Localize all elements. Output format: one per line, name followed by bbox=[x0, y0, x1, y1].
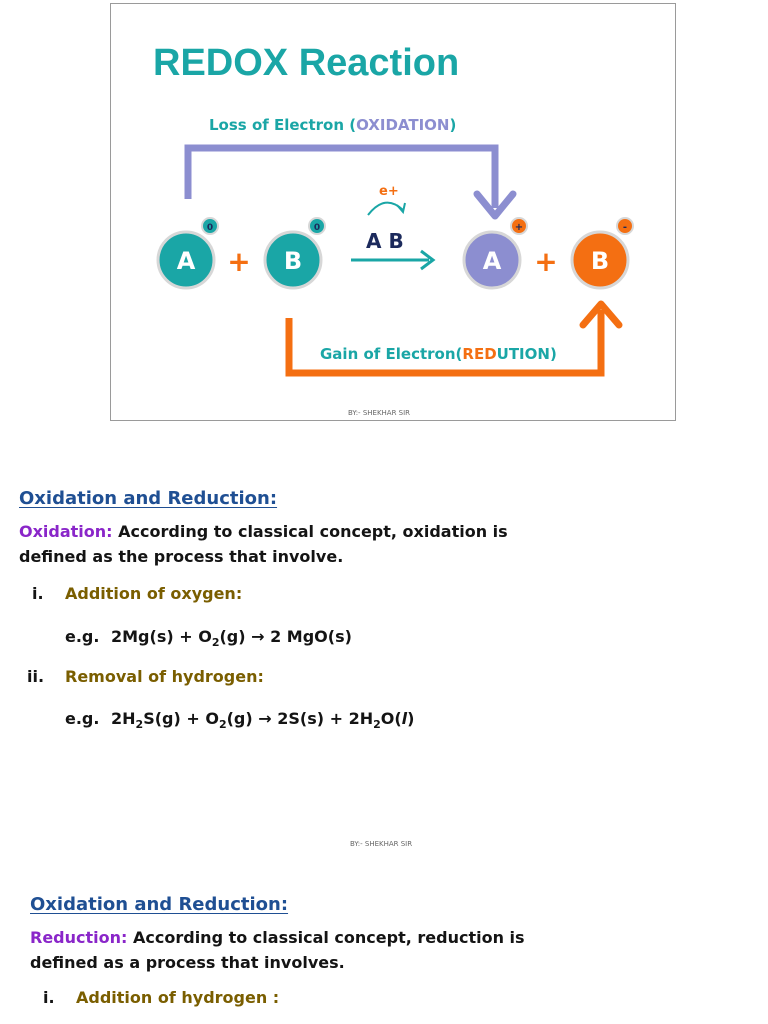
reduction-bracket-line bbox=[285, 310, 605, 377]
oxidation-arrow-head-icon bbox=[473, 190, 517, 220]
reactant-b-atom: B 0 bbox=[263, 217, 326, 290]
definition-text: According to classical concept, reductio… bbox=[30, 928, 525, 972]
plus-sign-left: + bbox=[227, 245, 250, 278]
oxidation-label: Loss of Electron (OXIDATION) bbox=[209, 116, 456, 134]
definition-term: Oxidation: bbox=[19, 522, 113, 541]
example-equation: e.g.2H2S(g) + O2(g) → 2S(s) + 2H2O(l) bbox=[65, 709, 415, 732]
list-item-label: Addition of oxygen: bbox=[65, 584, 243, 603]
example-equation: e.g.2Mg(s) + O2(g) → 2 MgO(s) bbox=[65, 627, 352, 650]
product-a-charge: + bbox=[515, 222, 523, 233]
page-credit: BY:- SHEKHAR SIR bbox=[350, 840, 413, 848]
list-item: i. Addition of oxygen: bbox=[32, 584, 242, 603]
plus-sign-right: + bbox=[534, 245, 557, 278]
list-item: i. Addition of hydrogen : bbox=[43, 988, 279, 1007]
eg-label: e.g. bbox=[65, 627, 100, 646]
reactant-b-charge: 0 bbox=[314, 223, 320, 233]
definition-text: According to classical concept, oxidatio… bbox=[19, 522, 508, 566]
list-item-number: ii. bbox=[27, 667, 45, 686]
product-a-atom: A + bbox=[462, 217, 528, 290]
oxidation-bracket-line bbox=[184, 144, 499, 208]
reactant-a-letter: A bbox=[177, 247, 196, 275]
product-b-atom: B - bbox=[570, 217, 634, 290]
reaction-arrow-head-icon bbox=[420, 249, 436, 271]
reduction-arrow-head-icon bbox=[579, 300, 623, 329]
reaction-label: A B bbox=[366, 229, 404, 253]
section-heading: Oxidation and Reduction: bbox=[19, 488, 278, 509]
list-item-number: i. bbox=[43, 988, 55, 1007]
list-item-label: Removal of hydrogen: bbox=[65, 667, 264, 686]
reactant-a-atom: A 0 bbox=[156, 217, 219, 290]
reduction-definition: Reduction: According to classical concep… bbox=[30, 925, 540, 975]
reactant-a-charge: 0 bbox=[207, 223, 213, 233]
product-b-letter: B bbox=[591, 247, 609, 275]
product-a-letter: A bbox=[483, 247, 502, 275]
oxidation-section: Oxidation and Reduction: Oxidation: Acco… bbox=[19, 488, 529, 569]
definition-term: Reduction: bbox=[30, 928, 128, 947]
redox-diagram-svg: REDOX Reaction Loss of Electron (OXIDATI… bbox=[153, 42, 634, 417]
redox-diagram: REDOX Reaction Loss of Electron (OXIDATI… bbox=[110, 3, 676, 421]
oxidation-definition: Oxidation: According to classical concep… bbox=[19, 519, 529, 569]
eg-label: e.g. bbox=[65, 709, 100, 728]
diagram-title: REDOX Reaction bbox=[153, 42, 459, 84]
reactant-b-letter: B bbox=[284, 247, 302, 275]
list-item-label: Addition of hydrogen : bbox=[76, 988, 280, 1007]
electron-label: e+ bbox=[379, 184, 399, 199]
reduction-section: Oxidation and Reduction: Reduction: Acco… bbox=[30, 894, 540, 975]
electron-transfer-arrowhead-icon bbox=[396, 202, 406, 215]
list-item: ii. Removal of hydrogen: bbox=[27, 667, 264, 686]
list-item-number: i. bbox=[32, 584, 44, 603]
product-b-charge: - bbox=[623, 222, 627, 233]
reduction-label: Gain of Electron(REDUTION) bbox=[320, 345, 557, 363]
section-heading: Oxidation and Reduction: bbox=[30, 894, 289, 915]
diagram-credit: BY:- SHEKHAR SIR bbox=[348, 409, 410, 417]
